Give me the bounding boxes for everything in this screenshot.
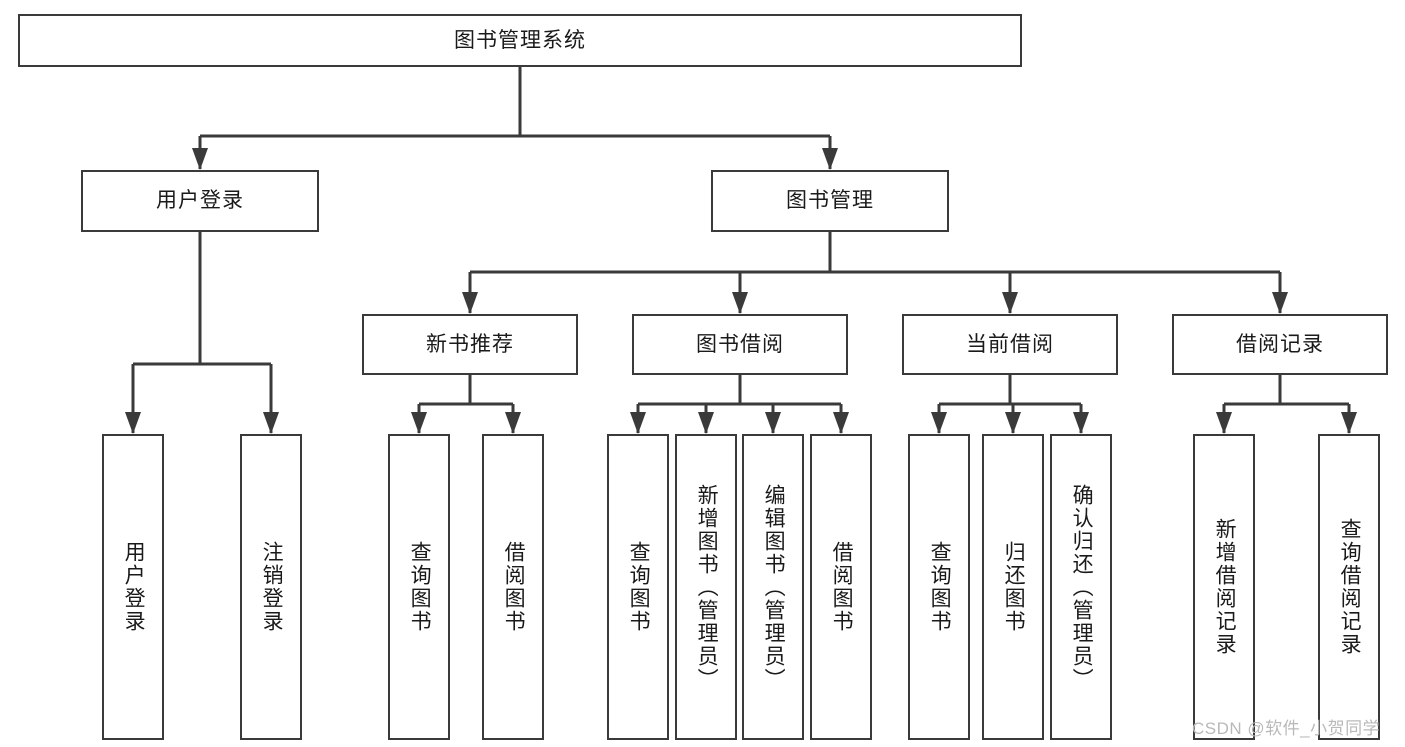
arrow-head-leaf-login-1: [125, 412, 141, 434]
arrow-head-current: [1002, 292, 1018, 314]
node-label: 借阅图书: [502, 541, 526, 633]
arrow-head-leaf-rec-2: [1341, 412, 1357, 434]
node-leaf-login-1[interactable]: 用户登录: [102, 434, 164, 740]
node-leaf-borrow-4[interactable]: 借阅图书: [810, 434, 872, 740]
arrow-head-leaf-new-1: [411, 412, 427, 434]
node-leaf-borrow-1[interactable]: 查询图书: [607, 434, 669, 740]
node-leaf-borrow-3[interactable]: 编辑图书（管理员）: [742, 434, 804, 740]
arrow-head-leaf-login-2: [263, 412, 279, 434]
node-label: 新增图书（管理员）: [695, 483, 719, 691]
node-current[interactable]: 当前借阅: [902, 314, 1118, 375]
node-label: 查询图书: [627, 541, 651, 633]
arrow-head-leaf-borrow-3: [765, 412, 781, 434]
arrow-head-leaf-cur-1: [931, 412, 947, 434]
arrow-head-leaf-borrow-2: [698, 412, 714, 434]
node-root[interactable]: 图书管理系统: [18, 14, 1022, 67]
node-label: 新书推荐: [426, 332, 514, 356]
node-label: 图书管理: [786, 189, 874, 213]
arrow-head-leaf-borrow-1: [630, 412, 646, 434]
node-login[interactable]: 用户登录: [81, 170, 319, 232]
arrow-head-leaf-cur-3: [1073, 412, 1089, 434]
node-label: 图书管理系统: [454, 28, 586, 52]
node-label: 归还图书: [1002, 541, 1026, 633]
node-leaf-new-1[interactable]: 查询图书: [388, 434, 450, 740]
node-newbook[interactable]: 新书推荐: [362, 314, 578, 375]
node-label: 新增借阅记录: [1213, 518, 1237, 656]
node-label: 查询图书: [408, 541, 432, 633]
node-label: 查询图书: [928, 541, 952, 633]
watermark-label: CSDN @软件_小贺同学: [1192, 719, 1381, 738]
node-label: 借阅记录: [1236, 332, 1324, 356]
node-label: 借阅图书: [830, 541, 854, 633]
node-label: 用户登录: [122, 541, 146, 633]
node-leaf-cur-2[interactable]: 归还图书: [982, 434, 1044, 740]
arrow-head-leaf-rec-1: [1216, 412, 1232, 434]
arrow-head-newbook: [462, 292, 478, 314]
node-leaf-rec-1[interactable]: 新增借阅记录: [1193, 434, 1255, 740]
node-borrow[interactable]: 图书借阅: [632, 314, 848, 375]
node-label: 编辑图书（管理员）: [762, 483, 786, 691]
node-records[interactable]: 借阅记录: [1172, 314, 1388, 375]
arrow-head-leaf-cur-2: [1005, 412, 1021, 434]
node-label: 注销登录: [260, 541, 284, 633]
node-label: 确认归还（管理员）: [1070, 483, 1094, 691]
node-label: 当前借阅: [966, 332, 1054, 356]
node-leaf-cur-1[interactable]: 查询图书: [908, 434, 970, 740]
arrow-head-records: [1272, 292, 1288, 314]
node-leaf-cur-3[interactable]: 确认归还（管理员）: [1050, 434, 1112, 740]
node-leaf-rec-2[interactable]: 查询借阅记录: [1318, 434, 1380, 740]
arrow-head-borrow: [732, 292, 748, 314]
node-label: 查询借阅记录: [1338, 518, 1362, 656]
node-leaf-new-2[interactable]: 借阅图书: [482, 434, 544, 740]
arrow-head-leaf-borrow-4: [833, 412, 849, 434]
node-label: 用户登录: [156, 189, 244, 213]
arrow-head-bookmgmt: [822, 148, 838, 170]
node-bookmgmt[interactable]: 图书管理: [711, 170, 949, 232]
node-leaf-borrow-2[interactable]: 新增图书（管理员）: [675, 434, 737, 740]
arrow-head-login: [192, 148, 208, 170]
node-leaf-login-2[interactable]: 注销登录: [240, 434, 302, 740]
arrow-head-leaf-new-2: [505, 412, 521, 434]
node-label: 图书借阅: [696, 332, 784, 356]
